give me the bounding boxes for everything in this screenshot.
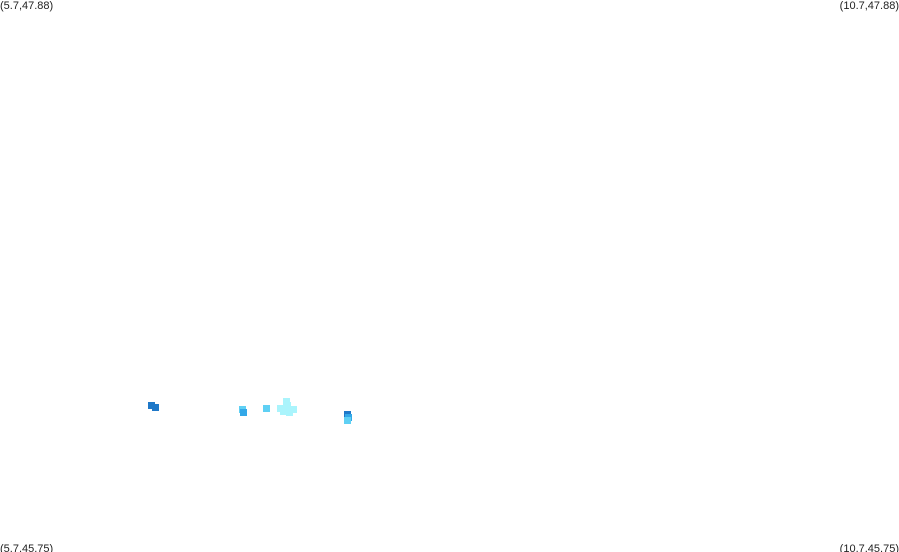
corner-label-bottom-right: (10.7,45.75) bbox=[839, 543, 899, 552]
data-cell bbox=[263, 405, 270, 412]
data-cell bbox=[280, 408, 287, 415]
data-cell bbox=[283, 398, 290, 405]
corner-label-top-right: (10.7,47.88) bbox=[839, 0, 899, 12]
data-cell bbox=[344, 417, 351, 424]
data-cell bbox=[148, 402, 155, 409]
data-cell bbox=[152, 404, 159, 411]
corner-label-bottom-left: (5.7,45.75) bbox=[0, 543, 54, 552]
data-cell bbox=[240, 409, 247, 416]
data-cell bbox=[286, 409, 293, 416]
data-cell bbox=[290, 406, 297, 413]
data-cell bbox=[284, 405, 291, 412]
corner-label-top-left: (5.7,47.88) bbox=[0, 0, 54, 12]
